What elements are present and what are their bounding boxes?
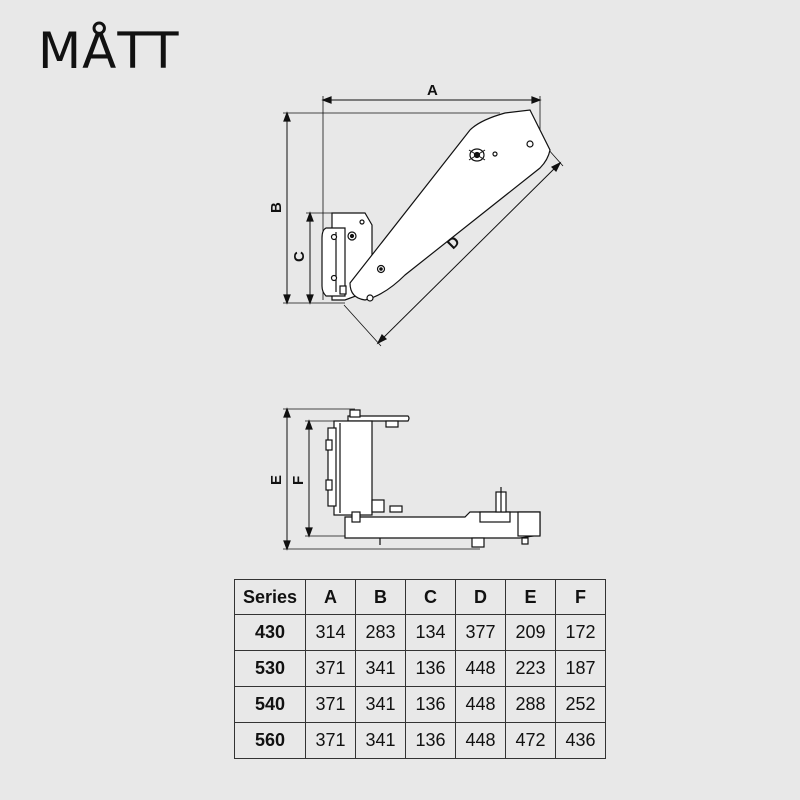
table-cell: 172: [555, 614, 606, 651]
column-header-series: Series: [234, 579, 306, 615]
table-cell: 187: [555, 650, 606, 687]
dim-label-e: E: [268, 475, 285, 485]
dim-label-f: F: [290, 476, 307, 485]
table-cell: 371: [305, 650, 356, 687]
table-cell: 371: [305, 722, 356, 759]
table-row: 540 371 341 136 448 288 252: [234, 686, 606, 723]
table-cell: 341: [355, 722, 406, 759]
table-row: 430 314 283 134 377 209 172: [234, 614, 606, 651]
series-cell: 560: [234, 722, 306, 759]
dim-label-c: C: [291, 251, 308, 262]
table-cell: 377: [455, 614, 506, 651]
table-cell: 283: [355, 614, 406, 651]
top-view-drawing: [283, 96, 564, 347]
dim-label-a: A: [427, 82, 438, 99]
dimensions-table: Series A B C D E F 430 314 283 134 377 2…: [234, 579, 606, 759]
table-cell: 436: [555, 722, 606, 759]
table-cell: 252: [555, 686, 606, 723]
table-cell: 288: [505, 686, 556, 723]
table-cell: 448: [455, 686, 506, 723]
series-cell: 430: [234, 614, 306, 651]
table-row: 560 371 341 136 448 472 436: [234, 722, 606, 759]
table-cell: 209: [505, 614, 556, 651]
column-header-c: C: [405, 579, 456, 615]
table-cell: 136: [405, 686, 456, 723]
table-cell: 448: [455, 650, 506, 687]
table-header-row: Series A B C D E F: [234, 579, 606, 615]
series-cell: 540: [234, 686, 306, 723]
side-view-drawing: [283, 407, 541, 551]
table-cell: 223: [505, 650, 556, 687]
column-header-a: A: [305, 579, 356, 615]
table-cell: 341: [355, 686, 406, 723]
table-cell: 134: [405, 614, 456, 651]
table-cell: 136: [405, 722, 456, 759]
column-header-f: F: [555, 579, 606, 615]
table-cell: 314: [305, 614, 356, 651]
table-cell: 341: [355, 650, 406, 687]
table-cell: 472: [505, 722, 556, 759]
table-cell: 448: [455, 722, 506, 759]
table-row: 530 371 341 136 448 223 187: [234, 650, 606, 687]
column-header-d: D: [455, 579, 506, 615]
series-cell: 530: [234, 650, 306, 687]
column-header-e: E: [505, 579, 556, 615]
table-cell: 371: [305, 686, 356, 723]
page-title: MÅTT: [38, 22, 180, 80]
table-cell: 136: [405, 650, 456, 687]
column-header-b: B: [355, 579, 406, 615]
dim-label-b: B: [268, 202, 285, 213]
